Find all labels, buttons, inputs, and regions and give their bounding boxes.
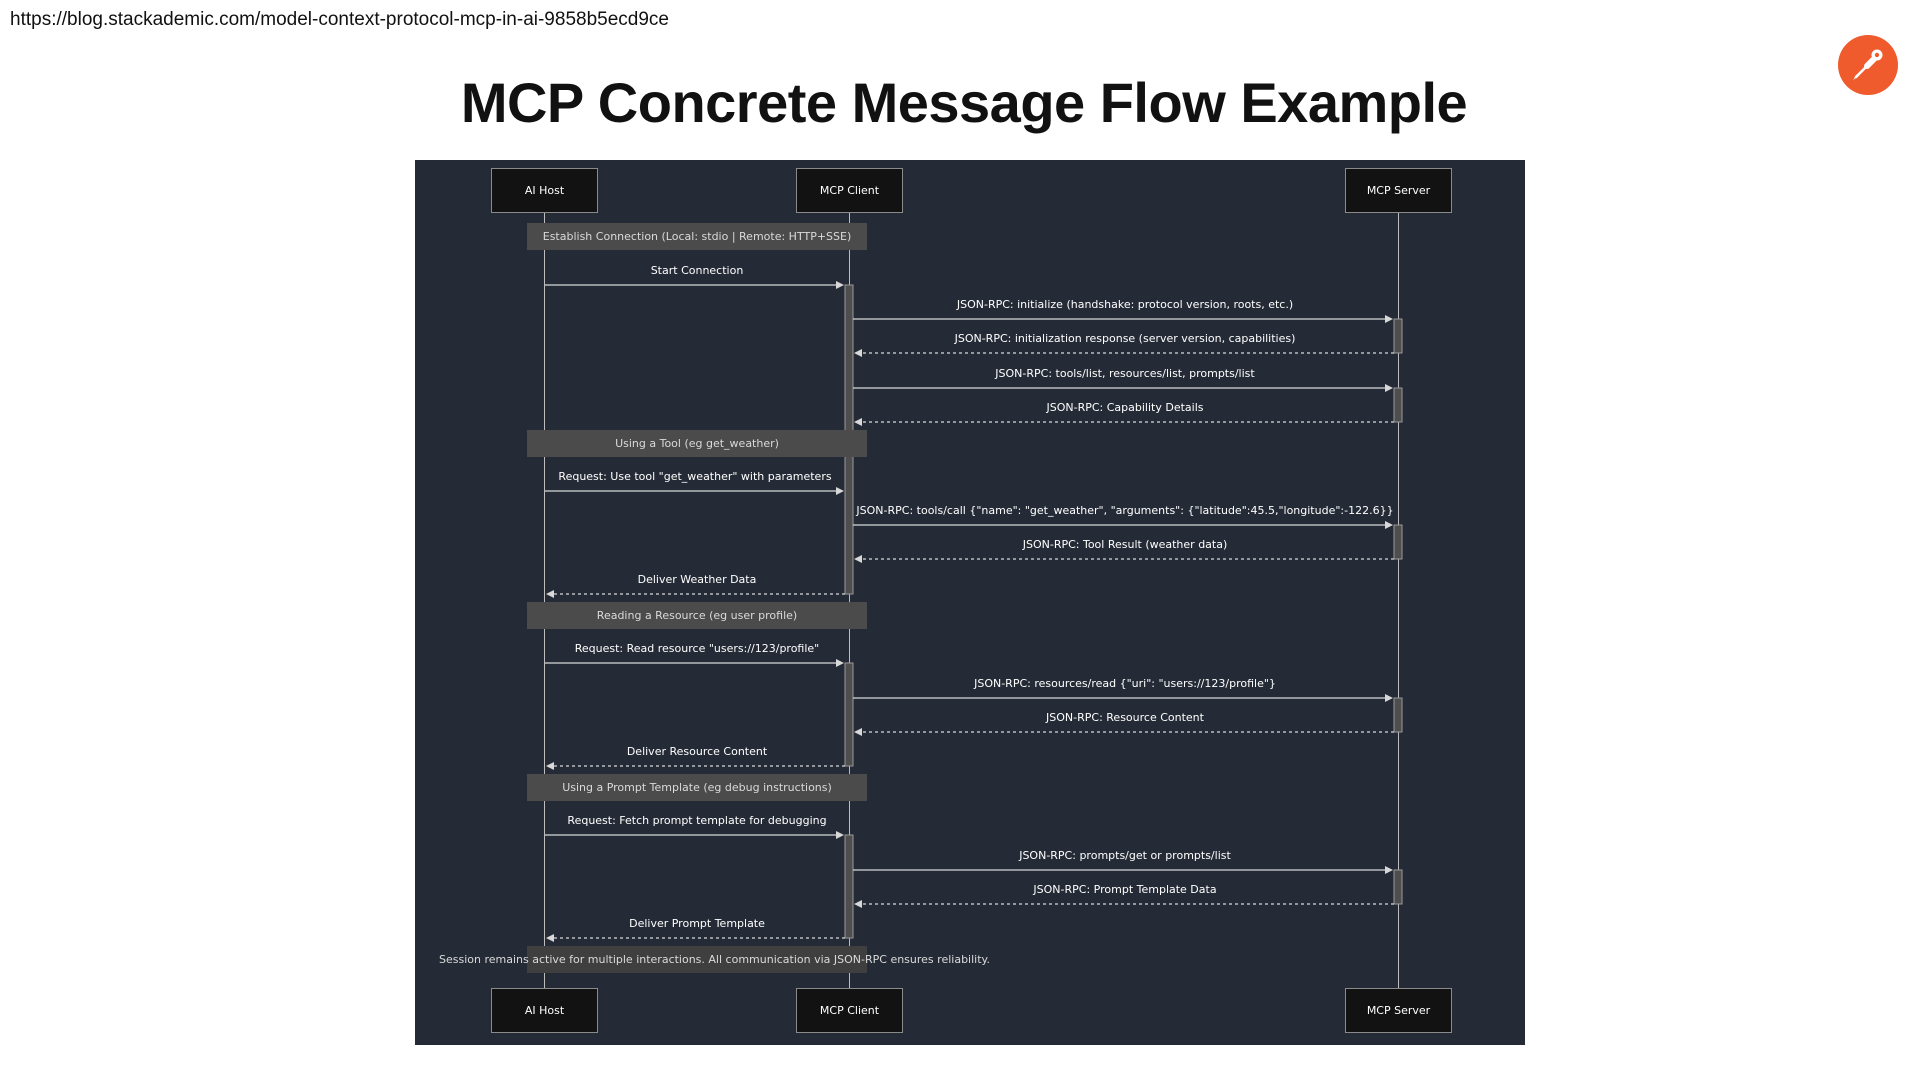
note-establish-connection: Establish Connection (Local: stdio | Rem… xyxy=(527,223,867,250)
message-label: Request: Fetch prompt template for debug… xyxy=(567,814,827,827)
note-session-active: Session remains active for multiple inte… xyxy=(439,953,990,966)
page-title: MCP Concrete Message Flow Example xyxy=(460,71,1468,134)
message-label: JSON-RPC: initialize (handshake: protoco… xyxy=(956,298,1294,311)
participant-mcp-client-bottom: MCP Client xyxy=(796,988,903,1033)
participant-ai-host-top: AI Host xyxy=(491,168,598,213)
page-url: https://blog.stackademic.com/model-conte… xyxy=(10,9,669,30)
participant-ai-host-bottom: AI Host xyxy=(491,988,598,1033)
message-label: JSON-RPC: prompts/get or prompts/list xyxy=(1019,849,1231,862)
message-label: JSON-RPC: initialization response (serve… xyxy=(954,332,1296,345)
participant-mcp-client-top: MCP Client xyxy=(796,168,903,213)
message-label: JSON-RPC: resources/read {"uri": "users:… xyxy=(974,677,1276,690)
note-using-prompt: Using a Prompt Template (eg debug instru… xyxy=(527,774,867,801)
message-label: Deliver Prompt Template xyxy=(629,917,765,930)
message-label: JSON-RPC: Capability Details xyxy=(1046,401,1204,414)
note-session-box xyxy=(527,946,867,973)
participant-mcp-server-top: MCP Server xyxy=(1345,168,1452,213)
participant-mcp-server-bottom: MCP Server xyxy=(1345,988,1452,1033)
message-label: Request: Read resource "users://123/prof… xyxy=(574,642,820,655)
sequence-diagram: AI Host MCP Client MCP Server AI Host MC… xyxy=(415,160,1525,1045)
message-label: Start Connection xyxy=(650,264,744,277)
message-label: JSON-RPC: Resource Content xyxy=(1046,711,1204,724)
message-label: JSON-RPC: Tool Result (weather data) xyxy=(1022,538,1228,551)
note-using-tool: Using a Tool (eg get_weather) xyxy=(527,430,867,457)
message-label: JSON-RPC: tools/call {"name": "get_weath… xyxy=(856,504,1394,517)
message-label: JSON-RPC: Prompt Template Data xyxy=(1033,883,1217,896)
message-label: Request: Use tool "get_weather" with par… xyxy=(558,470,832,483)
message-label: JSON-RPC: tools/list, resources/list, pr… xyxy=(995,367,1255,380)
note-reading-resource: Reading a Resource (eg user profile) xyxy=(527,602,867,629)
message-label: Deliver Weather Data xyxy=(637,573,757,586)
postman-logo-icon xyxy=(1838,35,1898,95)
message-label: Deliver Resource Content xyxy=(626,745,768,758)
